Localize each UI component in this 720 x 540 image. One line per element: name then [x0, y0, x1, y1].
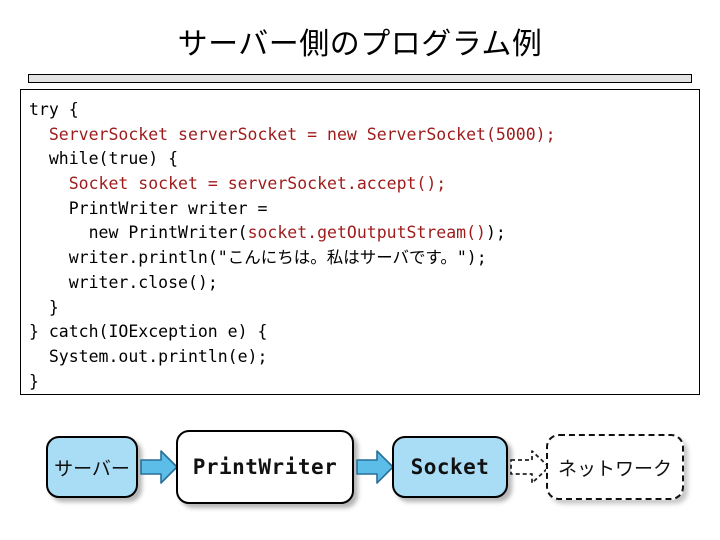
code-token: PrintWriter writer =	[68, 198, 268, 218]
code-line: }	[29, 296, 699, 321]
title-divider-rule	[28, 74, 692, 83]
page-title: サーバー側のプログラム例	[177, 27, 543, 62]
diagram-node-network-label: ネットワーク	[557, 457, 672, 480]
code-body: try { ServerSocket serverSocket = new Se…	[21, 90, 699, 394]
arrow-socket-to-network-icon	[508, 445, 552, 489]
code-line: System.out.println(e);	[29, 345, 699, 370]
diagram-node-server-label: サーバー	[54, 457, 130, 480]
code-token: new PrintWriter(	[88, 223, 248, 243]
code-token: while(true) {	[48, 149, 179, 169]
code-token: Socket socket = serverSocket.accept();	[68, 174, 447, 194]
code-token: ServerSocket serverSocket = new ServerSo…	[48, 124, 556, 144]
code-line: PrintWriter writer =	[29, 197, 699, 222]
code-line: Socket socket = serverSocket.accept();	[29, 172, 699, 197]
code-line: ServerSocket serverSocket = new ServerSo…	[29, 123, 699, 148]
diagram-node-socket-label: Socket	[410, 455, 490, 479]
code-block: try { ServerSocket serverSocket = new Se…	[20, 89, 700, 395]
code-token: System.out.println(e);	[48, 346, 268, 366]
code-token: socket.getOutputStream()	[247, 223, 486, 243]
code-token: writer.close();	[68, 272, 218, 292]
flow-diagram: サーバー PrintWriter Socket ネットワーク	[0, 412, 720, 522]
code-line: new PrintWriter(socket.getOutputStream()…	[29, 221, 699, 246]
diagram-node-printwriter[interactable]: PrintWriter	[176, 430, 354, 504]
arrow-server-to-printwriter-icon	[139, 447, 179, 487]
code-line: writer.println("こんにちは。私はサーバです。");	[29, 246, 699, 271]
diagram-node-server[interactable]: サーバー	[46, 436, 138, 498]
diagram-node-network[interactable]: ネットワーク	[546, 434, 684, 500]
arrow-printwriter-to-socket-icon	[355, 447, 395, 487]
diagram-node-printwriter-label: PrintWriter	[192, 455, 338, 479]
code-token: );	[485, 223, 506, 243]
code-token: } catch(IOException e) {	[29, 322, 268, 342]
code-line: }	[29, 370, 699, 394]
code-token: writer.println("こんにちは。私はサーバです。");	[68, 248, 487, 268]
code-line: try {	[29, 98, 699, 123]
code-line: } catch(IOException e) {	[29, 320, 699, 345]
code-line: writer.close();	[29, 271, 699, 296]
code-line: while(true) {	[29, 147, 699, 172]
diagram-node-socket[interactable]: Socket	[392, 436, 508, 498]
code-token: }	[48, 297, 59, 317]
code-token: try {	[29, 100, 79, 119]
code-token: }	[29, 371, 39, 391]
